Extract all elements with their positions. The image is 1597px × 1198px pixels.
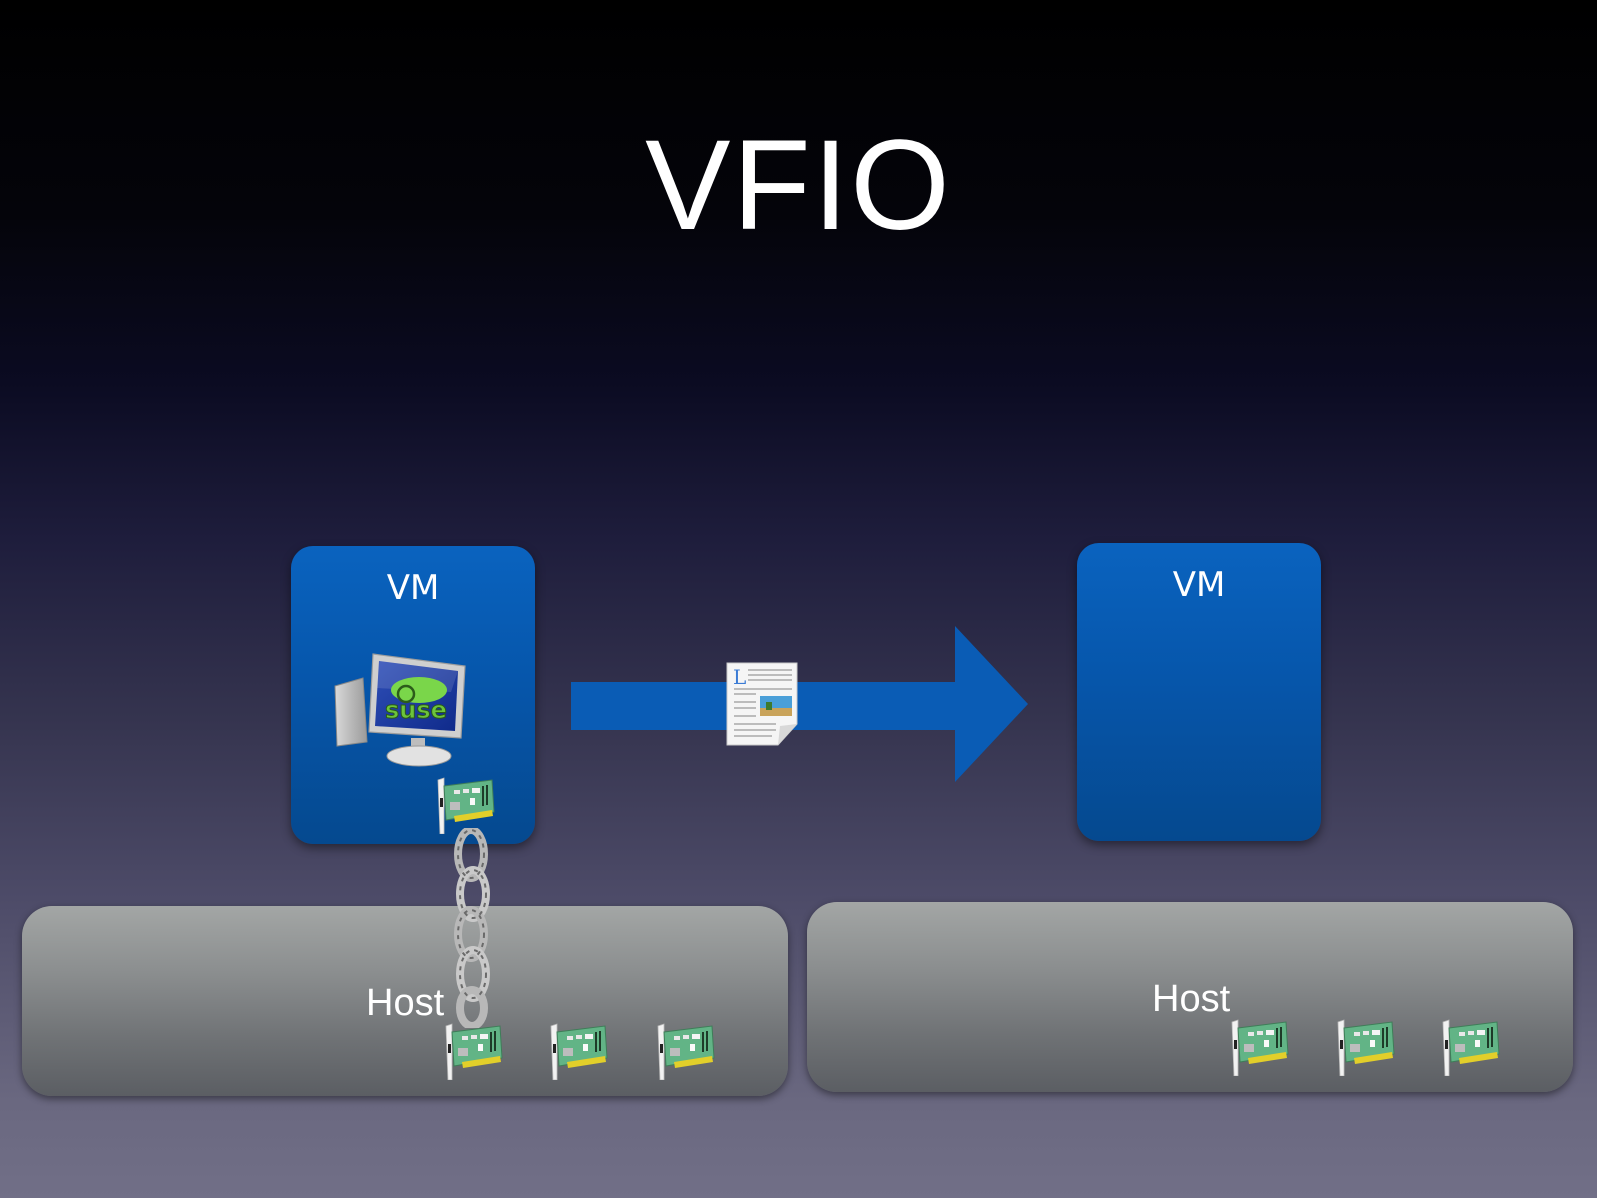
- document-icon: L: [726, 662, 798, 746]
- source-host-label: Host: [366, 982, 445, 1024]
- target-vm-box: VM: [1077, 543, 1321, 841]
- migration-arrow: [571, 626, 1031, 791]
- network-card-icon-target-host-1: [1226, 1018, 1292, 1076]
- network-card-icon-host-1: [440, 1022, 506, 1080]
- source-vm-label: VM: [386, 568, 440, 608]
- network-card-icon-host-2: [545, 1022, 611, 1080]
- suse-computer-icon: suse: [333, 652, 473, 772]
- suse-logo-text: suse: [385, 696, 447, 724]
- svg-text:L: L: [733, 665, 746, 689]
- chain-icon: [449, 826, 497, 1030]
- target-host-label: Host: [1152, 978, 1231, 1020]
- target-vm-label: VM: [1172, 565, 1226, 605]
- network-card-icon-target-host-3: [1437, 1018, 1503, 1076]
- slide-title: VFIO: [645, 114, 952, 257]
- network-card-icon-assigned: [432, 776, 498, 834]
- network-card-icon-host-3: [652, 1022, 718, 1080]
- network-card-icon-target-host-2: [1332, 1018, 1398, 1076]
